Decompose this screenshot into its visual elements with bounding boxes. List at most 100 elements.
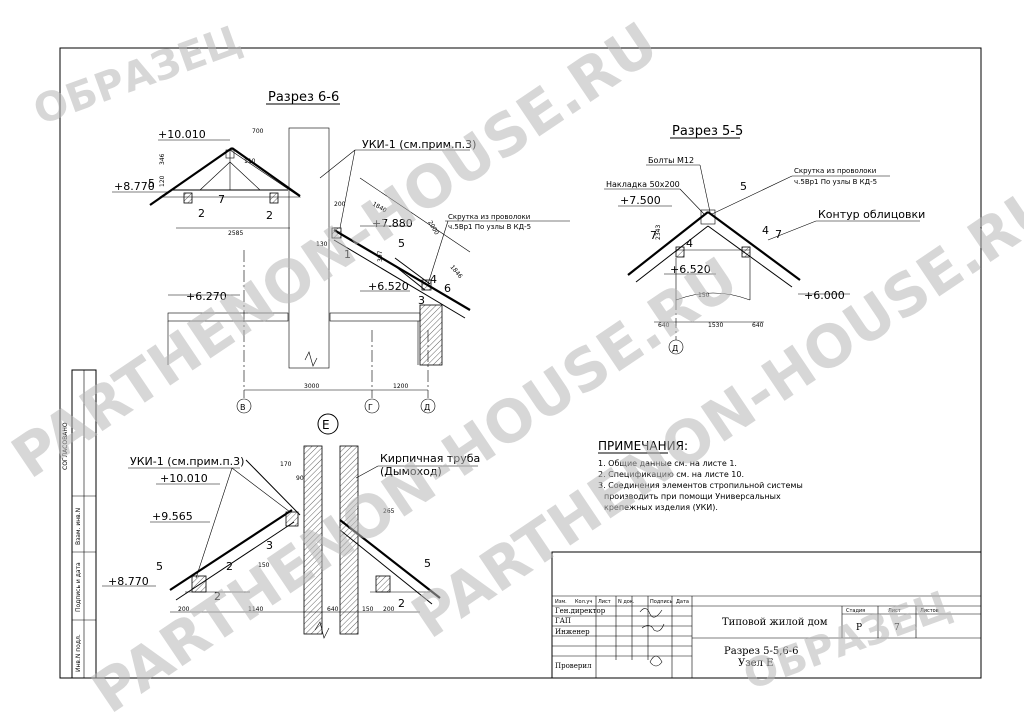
note-3: 3. Соединения элементов стропильной сист… <box>598 481 803 490</box>
callout-2-e-b: 2 <box>214 590 221 603</box>
dim-200: 200 <box>334 201 346 208</box>
section-6-6: Разрез 6-6 +10.010 +8.770 700 110 346 12… <box>112 90 570 414</box>
elev-8770-a: +8.770 <box>114 180 155 193</box>
axis-v: В <box>240 403 246 412</box>
dim-640-b: 640 <box>752 322 764 329</box>
notes-block: ПРИМЕЧАНИЯ: 1. Общие данные см. на листе… <box>598 439 803 512</box>
dim-150-e-b: 150 <box>362 606 374 613</box>
tb-stage: Р <box>856 623 862 633</box>
callout-5-b: 5 <box>398 237 405 250</box>
tb-list-label: Лист <box>888 608 901 614</box>
section-66-title: Разрез 6-6 <box>268 90 339 105</box>
chimney-label-1: Кирпичная труба <box>380 452 480 465</box>
tb-sheet: 7 <box>894 623 900 633</box>
dim-120: 120 <box>159 175 166 187</box>
tb-head-kol: Кол.уч <box>575 599 592 605</box>
callout-7-55b: 7 <box>775 228 782 241</box>
dim-265-e: 265 <box>383 508 395 515</box>
dim-1140-e: 1140 <box>248 606 263 613</box>
callout-2-e-a: 2 <box>226 560 233 573</box>
tb-head-sign: Подпись <box>650 599 673 605</box>
callout-4: 4 <box>430 273 437 286</box>
callout-5-55: 5 <box>740 180 747 193</box>
axis-g: Г <box>368 403 373 412</box>
tb-role-gap: ГАП <box>555 617 571 625</box>
dim-640-e: 640 <box>327 606 339 613</box>
dim-1200: 1200 <box>393 383 408 390</box>
sign-date-label: Подпись и дата <box>75 562 82 612</box>
dim-1846: 1846 <box>448 264 463 280</box>
dim-2585: 2585 <box>228 230 243 237</box>
callout-7-a: 7 <box>218 193 225 206</box>
title-block: Изм. Кол.уч Лист N док. Подпись Дата Ген… <box>551 551 982 679</box>
section-5-5: Разрез 5-5 Болты М12 Накладка 50х200 Скр… <box>604 124 925 355</box>
notes-title: ПРИМЕЧАНИЯ: <box>598 439 688 453</box>
dim-3000: 3000 <box>304 383 319 390</box>
tb-project: Типовой жилой дом <box>722 617 828 628</box>
bolts-label: Болты М12 <box>648 156 694 165</box>
dim-150-e: 150 <box>258 562 270 569</box>
chimney-label-2: (Дымоход) <box>380 465 442 478</box>
dim-170-e: 170 <box>280 461 292 468</box>
callout-2-e-c: 2 <box>398 597 405 610</box>
callout-1: 1 <box>344 248 351 261</box>
node-e-title: Е <box>322 418 330 432</box>
uki-label-66: УКИ-1 (см.прим.п.3) <box>362 138 476 151</box>
tb-head-ndok: N док. <box>618 599 635 605</box>
note-3b: производить при помощи Универсальных <box>604 492 781 501</box>
tb-role-engineer: Инженер <box>555 628 590 636</box>
dim-200-e-a: 200 <box>178 606 190 613</box>
callout-2-b: 2 <box>266 209 273 222</box>
dim-130: 130 <box>316 241 328 248</box>
tb-role-director: Ген.директор <box>555 607 606 615</box>
dim-700: 700 <box>252 128 264 135</box>
callout-2-a: 2 <box>198 207 205 220</box>
uki-label-e: УКИ-1 (см.прим.п.3) <box>130 455 244 468</box>
section-55-title: Разрез 5-5 <box>672 124 743 139</box>
tb-sheet-name-2: Узел Е <box>738 658 773 669</box>
dim-2343: 2343 <box>655 225 662 240</box>
elev-6520-b: +6.520 <box>670 263 711 276</box>
watermark-sample-2: ОБРАЗЕЦ <box>738 582 958 700</box>
elev-7880: +7.880 <box>372 217 413 230</box>
axis-d-55: Д <box>672 344 678 353</box>
elev-6270: +6.270 <box>186 290 227 303</box>
elev-10010-e: +10.010 <box>160 472 208 485</box>
elev-6520-a: +6.520 <box>368 280 409 293</box>
dim-346: 346 <box>159 153 166 165</box>
tb-role-checked: Проверил <box>555 662 592 670</box>
elev-8770-e: +8.770 <box>108 575 149 588</box>
callout-3-e: 3 <box>266 539 273 552</box>
callout-6: 6 <box>444 282 451 295</box>
agreed-label: СОГЛАСОВАНО <box>62 422 69 470</box>
contour-label: Контур облицовки <box>818 208 925 221</box>
callout-5-e-a: 5 <box>156 560 163 573</box>
callout-4-55b: 4 <box>762 224 769 237</box>
dim-90-e: 90 <box>296 475 304 482</box>
callout-3: 3 <box>418 294 425 307</box>
tb-stage-label: Стадия <box>846 608 865 614</box>
dim-110: 110 <box>244 158 256 165</box>
signatures <box>639 608 665 667</box>
wire-label-66-2: ч.5Вр1 По узлы В КД-5 <box>448 223 531 231</box>
tb-head-date: Дата <box>676 599 689 605</box>
wire-label-55-2: ч.5Вр1 По узлы В КД-5 <box>794 178 877 186</box>
wire-label-55-1: Скрутка из проволоки <box>794 167 876 175</box>
inv-orig-label: Инв.N подл. <box>75 634 82 672</box>
watermarks: PARTHENON-HOUSE.RU PARTHENON-HOUSE.RU PA… <box>0 9 1024 727</box>
callout-7-55a: 7 <box>650 229 657 242</box>
watermark-sample-1: ОБРАЗЕЦ <box>28 17 248 135</box>
callout-4-55a: 4 <box>686 237 693 250</box>
dim-640-a: 640 <box>658 322 670 329</box>
dim-200-e-b: 200 <box>383 606 395 613</box>
elev-10010-a: +10.010 <box>158 128 206 141</box>
tb-head-list: Лист <box>598 599 611 605</box>
sheet-frame <box>59 47 982 679</box>
note-2: 2. Спецификацию см. на листе 10. <box>598 470 744 479</box>
tb-lists-label: Листов <box>920 608 939 614</box>
inv-sub-label: Взам. инв.N <box>75 508 82 545</box>
wire-label-66-1: Скрутка из проволоки <box>448 213 530 221</box>
node-e: Е УКИ-1 (см.прим.п.3) Кирпичная труба (Д… <box>102 413 480 639</box>
